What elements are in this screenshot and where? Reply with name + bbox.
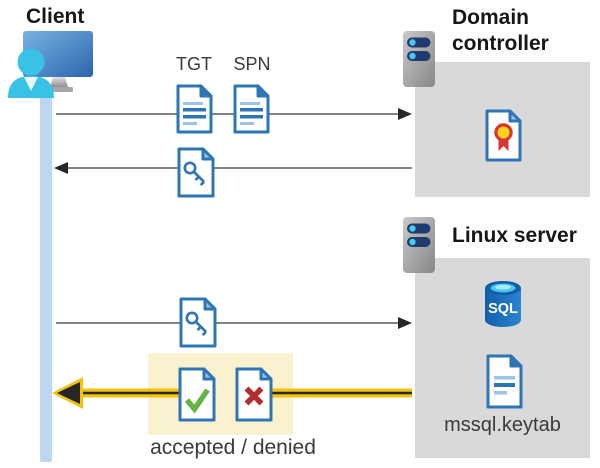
request-arrow-client-to-dc — [56, 108, 412, 120]
spn-ticket-document-icon — [233, 84, 270, 134]
client-timeline-bar — [40, 90, 52, 462]
client-label: Client — [26, 5, 85, 28]
arrowhead-left-icon — [57, 382, 80, 404]
keytab-document-icon — [486, 354, 523, 409]
response-arrow-dc-to-client — [54, 162, 412, 174]
arrowhead-right-icon — [398, 317, 412, 329]
session-key-document-icon — [177, 147, 215, 198]
keytab-filename-label: mssql.keytab — [444, 414, 561, 436]
spn-label: SPN — [233, 54, 271, 74]
certificate-seal-icon — [494, 123, 513, 151]
page-fold-icon — [259, 367, 273, 381]
check-icon — [184, 388, 210, 414]
sql-badge-label: SQL — [488, 301, 518, 317]
certificate-document-icon — [485, 109, 522, 162]
key-icon — [183, 161, 205, 187]
page-fold-icon — [508, 109, 522, 123]
denied-cross-document-icon — [235, 367, 273, 422]
cross-icon — [244, 386, 264, 406]
domain-controller-server-icon — [403, 31, 435, 87]
arrowhead-left-icon — [54, 162, 68, 174]
page-fold-icon — [256, 84, 270, 98]
linux-server-label: Linux server — [452, 224, 577, 247]
page-fold-icon — [199, 84, 213, 98]
key-icon — [185, 311, 207, 337]
linux-server-icon — [403, 217, 435, 273]
client-device-icon — [8, 31, 93, 98]
domain-controller-label: Domain controller — [452, 6, 549, 55]
page-fold-icon — [509, 354, 523, 368]
page-fold-icon — [203, 297, 217, 311]
page-fold-icon — [202, 367, 216, 381]
tgt-label: TGT — [176, 54, 212, 74]
request-arrow-client-to-linux — [56, 317, 412, 329]
arrowhead-right-icon — [398, 108, 412, 120]
session-key-document-icon — [179, 297, 217, 348]
sql-database-icon: SQL — [485, 281, 521, 327]
highlighted-response-arrow-linux-to-client — [52, 377, 412, 409]
accepted-check-document-icon — [178, 367, 216, 422]
accepted-denied-label: accepted / denied — [150, 436, 316, 459]
page-fold-icon — [201, 147, 215, 161]
tgt-ticket-document-icon — [176, 84, 213, 134]
person-icon — [8, 48, 54, 98]
